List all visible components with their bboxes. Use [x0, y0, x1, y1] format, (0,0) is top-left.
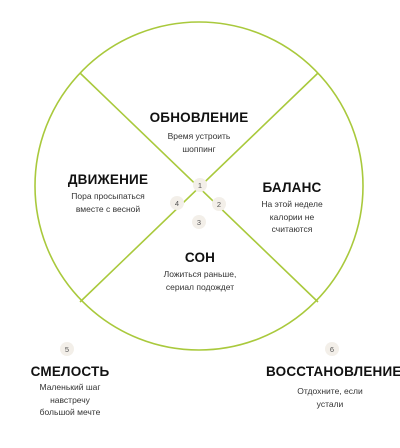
badge-renewal-number: 1	[193, 178, 207, 192]
badge-movement-number: 4	[170, 196, 184, 210]
section-renewal-desc: Время устроить шоппинг	[167, 131, 231, 154]
section-balance-title: БАЛАНС	[262, 180, 322, 195]
wheel-circle	[34, 21, 364, 351]
badge-sleep-number: 3	[192, 215, 206, 229]
section-sleep-title: СОН	[184, 250, 216, 265]
section-courage: СМЕЛОСТЬ Маленький шаг навстречу большой…	[22, 364, 118, 419]
section-recovery-desc: Отдохните, если устали	[297, 386, 363, 409]
section-balance: БАЛАНС На этой неделе калории не считают…	[244, 180, 340, 236]
section-sleep: СОН Ложиться раньше, сериал подождет	[150, 250, 250, 293]
section-movement: ДВИЖЕНИЕ Пора просыпаться вместе с весно…	[58, 172, 158, 215]
section-renewal-title: ОБНОВЛЕНИЕ	[149, 110, 249, 125]
badge-recovery-number: 6	[325, 342, 339, 356]
section-courage-title: СМЕЛОСТЬ	[30, 364, 110, 379]
section-sleep-desc: Ложиться раньше, сериал подождет	[163, 269, 237, 292]
section-recovery-title: ВОССТАНОВЛЕНИЕ	[266, 364, 400, 379]
badge-courage-number: 5	[60, 342, 74, 356]
section-renewal: ОБНОВЛЕНИЕ Время устроить шоппинг	[140, 110, 258, 155]
section-balance-desc: На этой неделе калории не считаются	[261, 199, 323, 234]
section-movement-title: ДВИЖЕНИЕ	[67, 172, 149, 187]
badge-balance-number: 2	[212, 197, 226, 211]
section-courage-desc: Маленький шаг навстречу большой мечте	[39, 382, 101, 417]
section-recovery: ВОССТАНОВЛЕНИЕ Отдохните, если устали	[266, 364, 400, 410]
section-movement-desc: Пора просыпаться вместе с весной	[71, 191, 145, 214]
